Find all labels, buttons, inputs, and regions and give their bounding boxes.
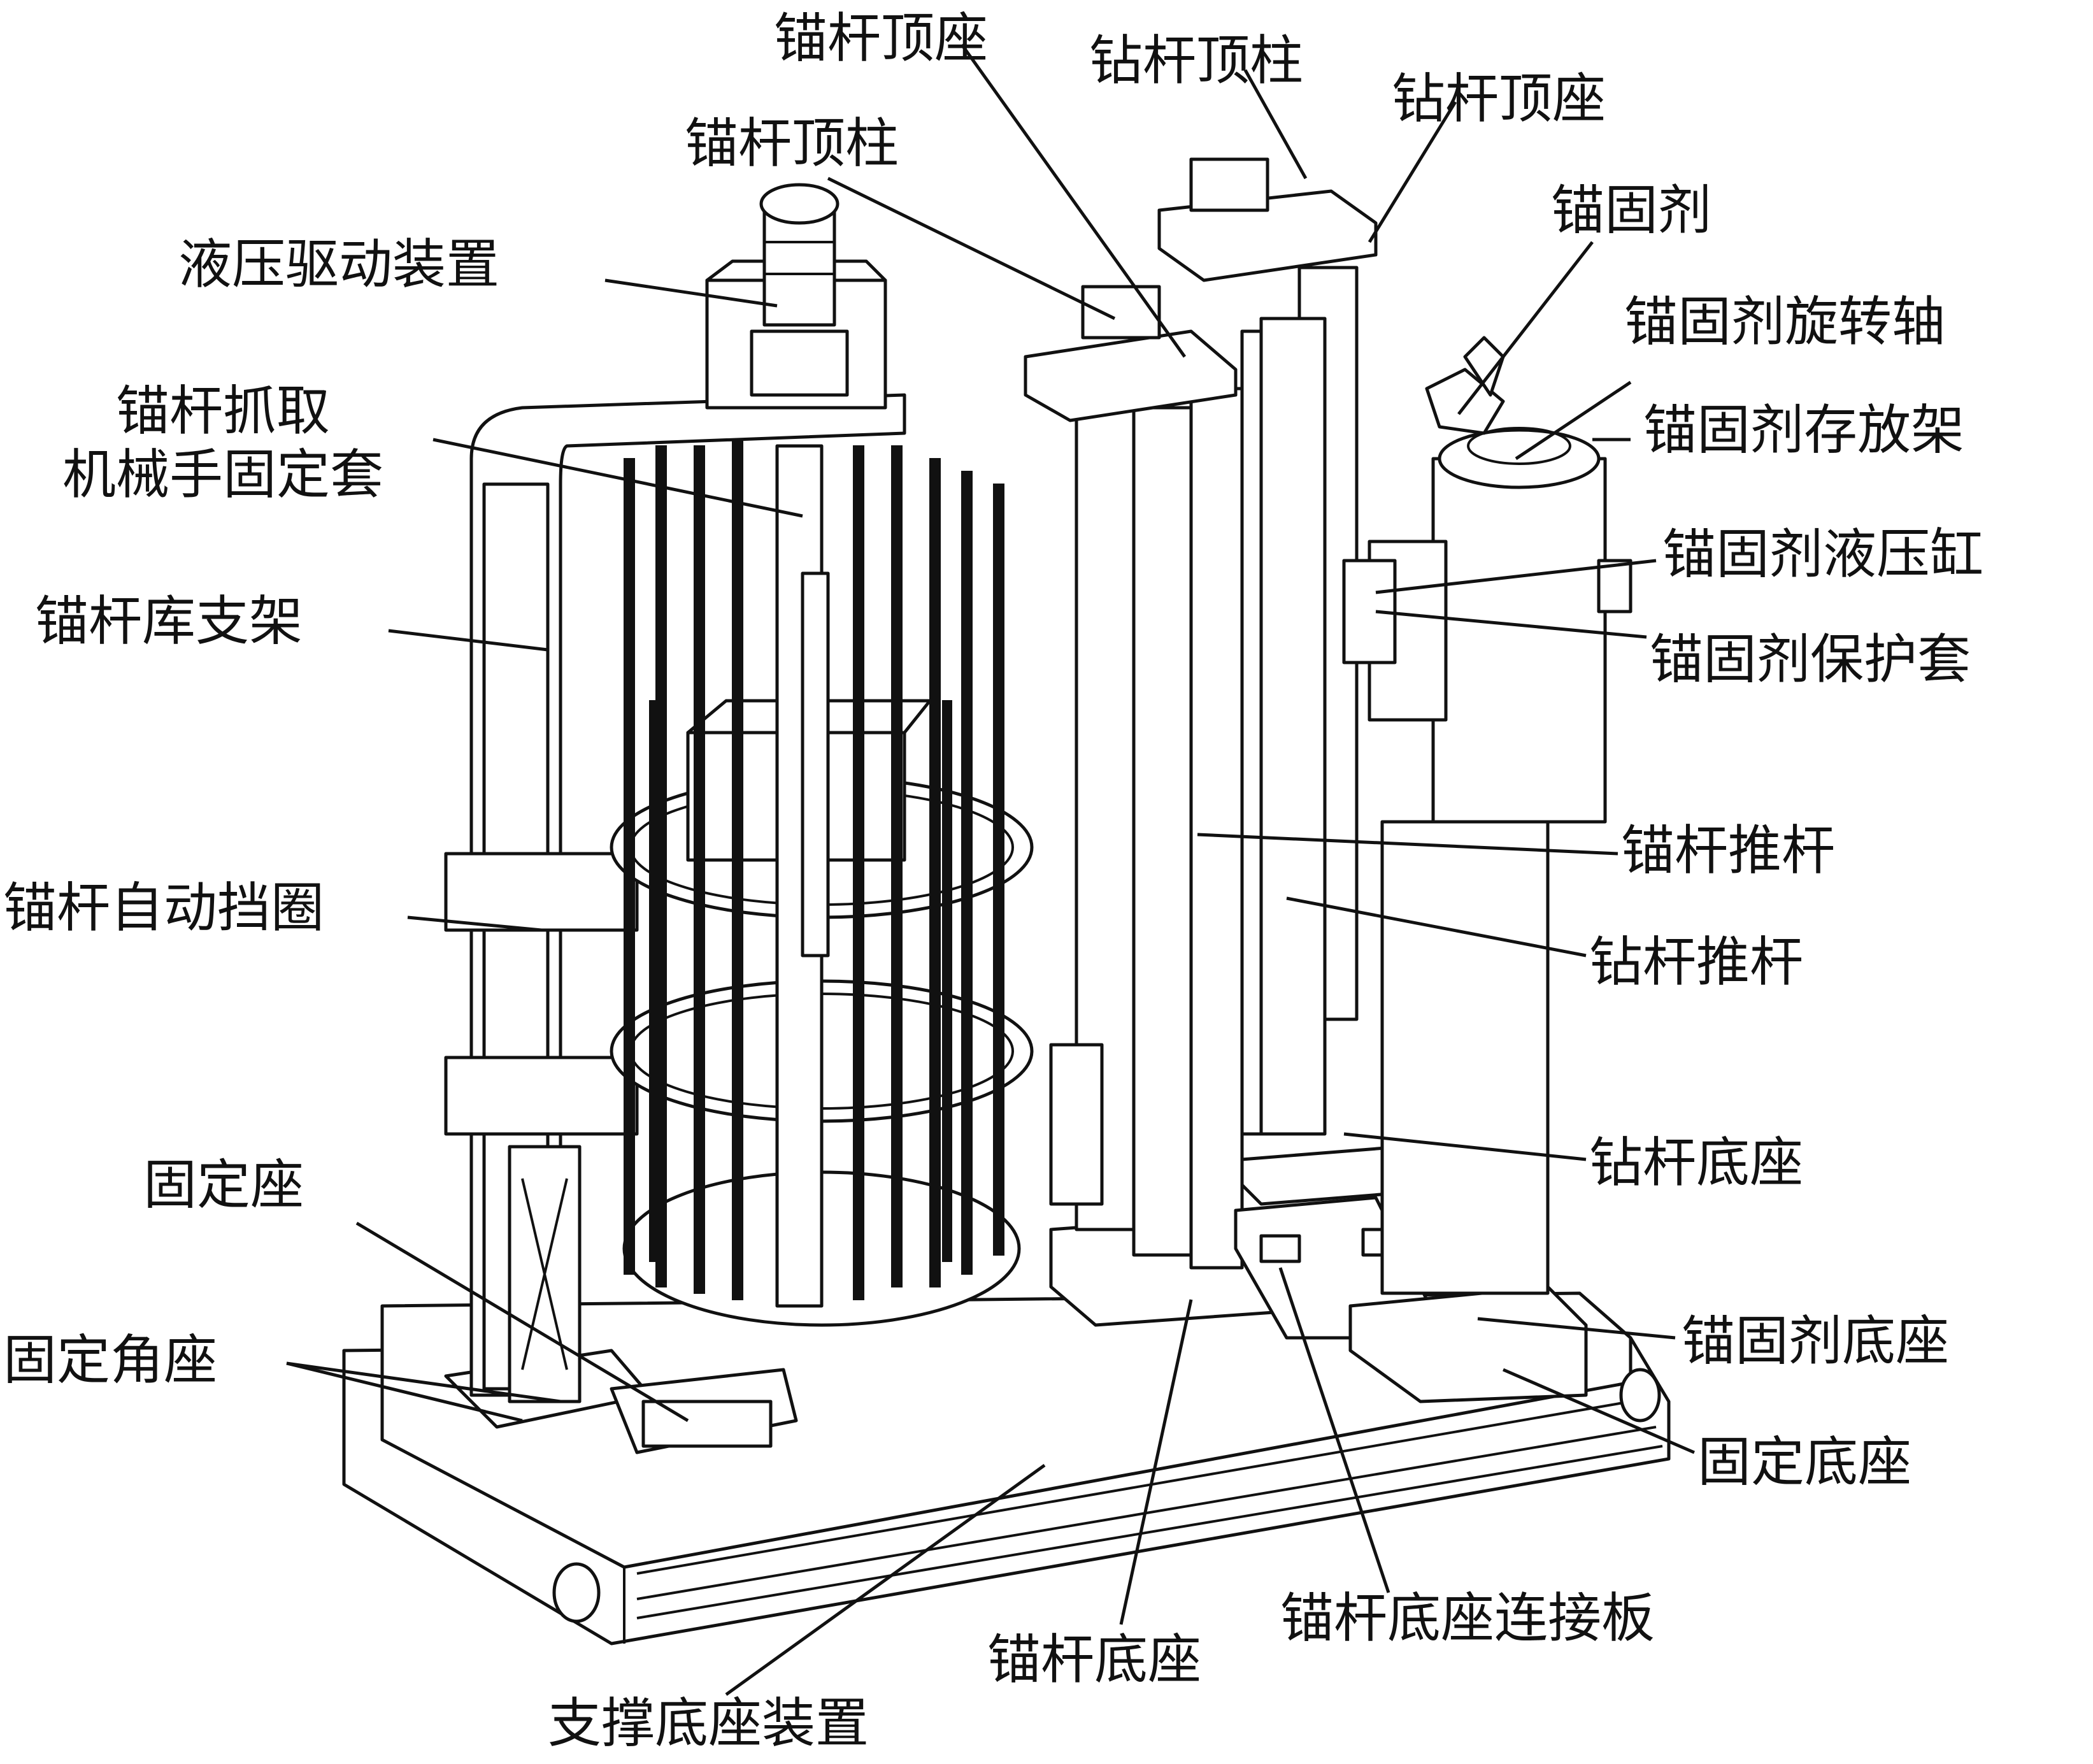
hydraulic-drive-unit xyxy=(705,183,887,410)
leader-fixed-angle-seat-b xyxy=(286,1361,561,1403)
anchor-magazine-frame xyxy=(444,393,906,1403)
leader-gripper-sleeve xyxy=(432,438,803,518)
leader-fixed-seat xyxy=(355,1221,689,1423)
label-hydraulic-drive: 液压驱动装置 xyxy=(178,233,500,296)
leader-drill-top-column xyxy=(1243,69,1308,180)
leader-auto-ring xyxy=(407,915,542,932)
leader-support-base xyxy=(725,1463,1046,1696)
label-drill-base: 钻杆底座 xyxy=(1589,1131,1804,1194)
leader-anchor-push-rod xyxy=(1197,833,1618,856)
label-magazine-frame: 锚杆库支架 xyxy=(35,590,303,652)
label-agent-sleeve: 锚固剂保护套 xyxy=(1650,628,1971,691)
label-agent-rotation-shaft: 锚固剂旋转轴 xyxy=(1624,290,1946,353)
leader-anchor-base xyxy=(1119,1299,1193,1625)
leader-fixed-angle-seat-a xyxy=(286,1361,523,1423)
leader-anchoring-agent xyxy=(1457,241,1594,415)
leader-anchor-top-seat xyxy=(960,43,1187,358)
anchor-magazine xyxy=(610,444,1034,1327)
leader-agent-rotation-shaft xyxy=(1515,380,1632,461)
leader-hydraulic-drive xyxy=(604,278,778,308)
label-connecting-plate: 锚杆底座连接板 xyxy=(1280,1587,1655,1649)
leader-agent-cylinder xyxy=(1375,559,1657,594)
leader-fixed-base xyxy=(1503,1368,1695,1454)
leader-connecting-plate xyxy=(1278,1267,1390,1593)
label-auto-ring: 锚杆自动挡圈 xyxy=(3,877,325,939)
label-drill-push-rod: 钻杆推杆 xyxy=(1589,931,1804,993)
label-gripper-sleeve-line2: 机械手固定套 xyxy=(62,443,383,506)
leader-agent-sleeve xyxy=(1375,610,1647,639)
label-drill-top-column: 钻杆顶柱 xyxy=(1089,29,1304,92)
label-anchor-top-column: 锚杆顶柱 xyxy=(685,112,899,175)
leader-drill-base xyxy=(1343,1132,1587,1161)
label-anchoring-agent: 锚固剂 xyxy=(1551,179,1712,241)
leader-magazine-frame xyxy=(388,629,548,652)
label-anchor-top-seat: 锚杆顶座 xyxy=(774,7,989,69)
anchoring-agent-assembly xyxy=(1342,336,1632,1403)
label-fixed-angle-seat: 固定角座 xyxy=(3,1329,218,1391)
leader-drill-top-seat xyxy=(1368,101,1457,243)
anchor-rods xyxy=(624,439,1004,1300)
leader-lines xyxy=(286,43,1695,1696)
label-fixed-seat: 固定座 xyxy=(143,1154,304,1216)
label-agent-cylinder: 锚固剂液压缸 xyxy=(1662,523,1984,585)
label-gripper-sleeve: 锚杆抓取 机械手固定套 xyxy=(3,379,443,506)
label-agent-storage-rack: 锚固剂存放架 xyxy=(1643,399,1965,461)
label-support-base: 支撑底座装置 xyxy=(548,1692,869,1754)
drill-and-anchor-columns xyxy=(1024,157,1378,1327)
leader-anchor-top-column xyxy=(827,176,1116,320)
label-fixed-base: 固定底座 xyxy=(1697,1431,1912,1493)
label-anchor-base: 锚杆底座 xyxy=(987,1628,1202,1691)
leader-agent-base xyxy=(1477,1317,1676,1340)
label-anchor-push-rod: 锚杆推杆 xyxy=(1621,819,1836,882)
leader-drill-push-rod xyxy=(1286,896,1587,957)
label-agent-base: 锚固剂底座 xyxy=(1682,1310,1950,1372)
label-drill-top-seat: 钻杆顶座 xyxy=(1392,68,1606,130)
label-gripper-sleeve-line1: 锚杆抓取 xyxy=(115,380,330,442)
